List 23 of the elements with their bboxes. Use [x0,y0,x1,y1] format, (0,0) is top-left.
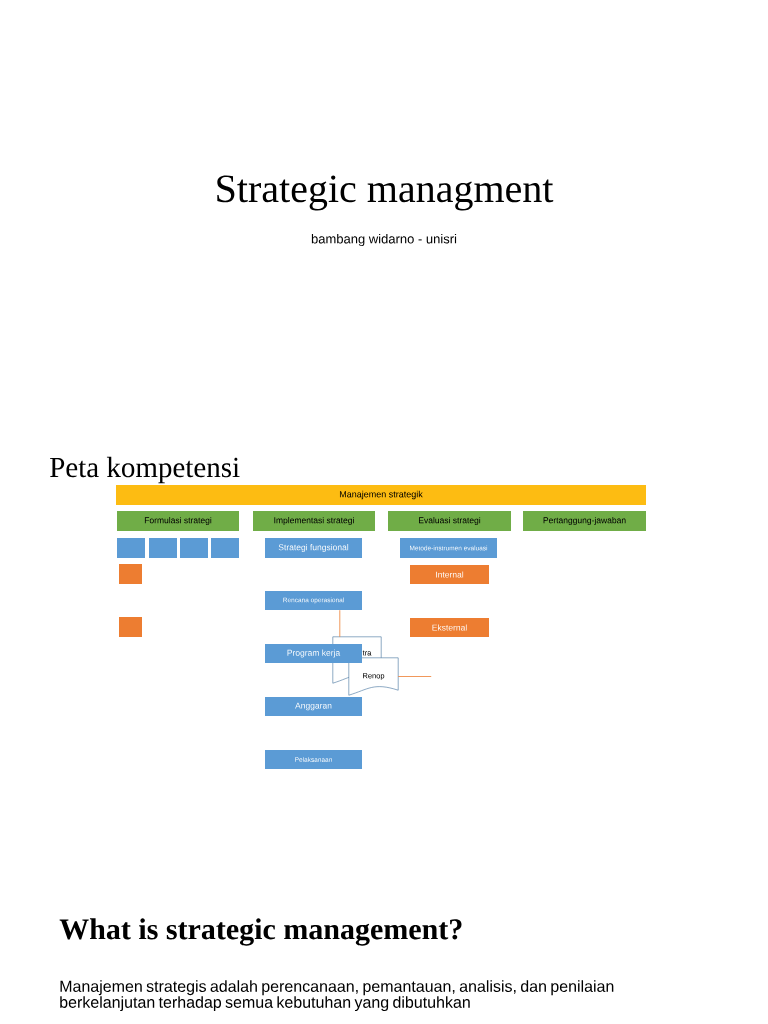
subtitle: bambang widarno - unisri [311,233,457,247]
section-heading: What is strategic management? [59,918,462,946]
process-box: Program kerja [265,644,362,663]
category-box: Pertanggung-jawaban [523,511,646,531]
section-heading: Peta kompetensi [50,456,240,484]
process-box [180,538,208,558]
process-box [149,538,177,558]
process-box: Eksternal [410,618,489,637]
process-box [119,564,142,584]
process-box [211,538,239,558]
process-box [119,617,142,637]
connector-line [397,676,432,677]
process-box [117,538,145,558]
paragraph: Manajemen strategis adalah perencanaan, pemantauan, analisis, dan penilaian berkelanjutan terhadap semua kebutuhan yang dibutuhkan [60,980,614,1012]
header-bar: Manajemen strategik [116,485,646,505]
category-box: Implementasi strategi [253,511,375,531]
category-box: Formulasi strategi [117,511,239,531]
slide-title: Strategic managment [217,175,554,211]
process-box: Internal [410,565,489,584]
process-box: Strategi fungsional [265,538,362,558]
category-box: Evaluasi strategi [388,511,511,531]
connector-line [339,609,341,638]
process-box: Anggaran [265,697,362,716]
